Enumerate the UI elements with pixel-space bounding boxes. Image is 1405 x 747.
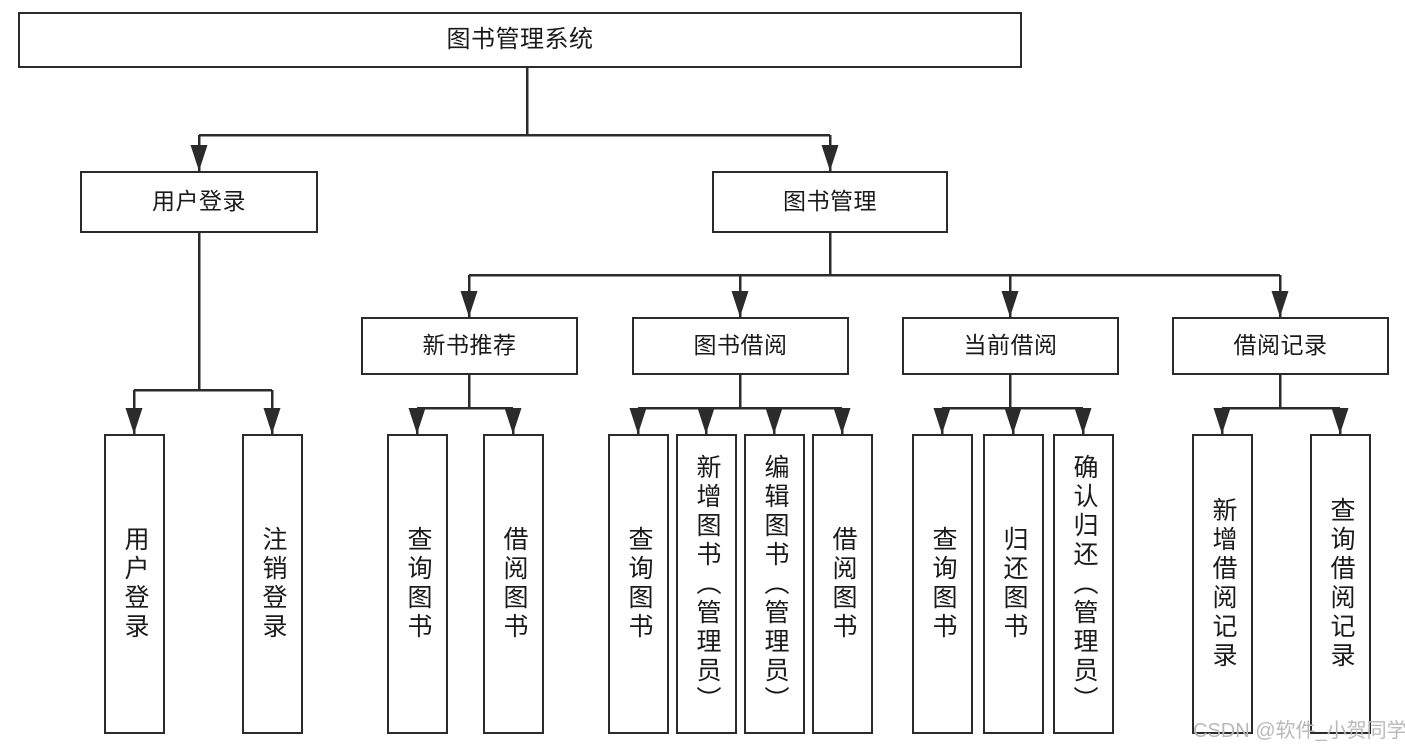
c-root-arrowhead-0: [190, 145, 208, 171]
node-leaf-user-logout: 注销登录: [242, 434, 303, 734]
node-leaf-borrow-book-2: 借阅图书: [812, 434, 873, 734]
c-book-manage-arrowhead-2: [1001, 291, 1019, 317]
c-current-borrow-arrowhead-2: [1074, 408, 1092, 434]
node-leaf-borrow-book-1: 借阅图书: [483, 434, 544, 734]
node-leaf-query-book-2: 查询图书: [608, 434, 669, 734]
node-label-leaf-borrow-book-2: 借阅图书: [829, 526, 857, 642]
node-book-manage: 图书管理: [712, 171, 948, 233]
c-user-login-arrowhead-0: [125, 408, 143, 434]
node-book-borrow: 图书借阅: [632, 317, 849, 375]
c-new-book-arrowhead-1: [504, 408, 522, 434]
c-book-borrow-arrowhead-1: [697, 408, 715, 434]
node-label-user-login: 用户登录: [152, 188, 246, 215]
node-label-leaf-query-record: 查询借阅记录: [1327, 497, 1355, 671]
node-leaf-add-book: 新增图书（管理员）: [676, 434, 737, 734]
c-book-manage-arrowhead-3: [1271, 291, 1289, 317]
c-root-arrowhead-1: [821, 145, 839, 171]
node-label-new-book-recommend: 新书推荐: [422, 332, 517, 359]
node-label-leaf-user-login: 用户登录: [121, 526, 149, 642]
c-book-borrow-arrowhead-3: [833, 408, 851, 434]
c-user-login-arrowhead-1: [263, 408, 281, 434]
c-current-borrow-arrowhead-1: [1004, 408, 1022, 434]
node-label-leaf-user-logout: 注销登录: [259, 526, 287, 642]
node-leaf-query-book-1: 查询图书: [387, 434, 448, 734]
node-leaf-confirm-return: 确认归还（管理员）: [1053, 434, 1114, 734]
node-leaf-return-book: 归还图书: [983, 434, 1044, 734]
c-new-book-arrowhead-0: [408, 408, 426, 434]
node-label-leaf-return-book: 归还图书: [1000, 526, 1028, 642]
node-root: 图书管理系统: [18, 12, 1022, 68]
node-label-leaf-query-book-2: 查询图书: [625, 526, 653, 642]
node-leaf-edit-book: 编辑图书（管理员）: [744, 434, 805, 734]
node-label-book-borrow: 图书借阅: [693, 332, 788, 359]
c-book-borrow-arrowhead-2: [765, 408, 783, 434]
node-label-leaf-add-book: 新增图书（管理员）: [693, 453, 721, 715]
node-leaf-query-record: 查询借阅记录: [1310, 434, 1371, 734]
c-book-manage-arrowhead-0: [460, 291, 478, 317]
node-borrow-record: 借阅记录: [1172, 317, 1389, 375]
node-label-leaf-borrow-book-1: 借阅图书: [500, 526, 528, 642]
node-label-root: 图书管理系统: [446, 25, 594, 53]
c-current-borrow-arrowhead-0: [933, 408, 951, 434]
node-label-leaf-add-record: 新增借阅记录: [1209, 497, 1237, 671]
c-book-borrow-arrowhead-0: [629, 408, 647, 434]
node-label-leaf-edit-book: 编辑图书（管理员）: [761, 453, 789, 715]
c-book-manage-arrowhead-1: [731, 291, 749, 317]
node-new-book-recommend: 新书推荐: [361, 317, 578, 375]
node-label-current-borrow: 当前借阅: [963, 332, 1058, 359]
node-label-book-manage: 图书管理: [783, 188, 877, 215]
node-label-borrow-record: 借阅记录: [1233, 332, 1328, 359]
c-borrow-record-arrowhead-1: [1331, 408, 1349, 434]
node-label-leaf-query-book-3: 查询图书: [929, 526, 957, 642]
node-leaf-query-book-3: 查询图书: [912, 434, 973, 734]
node-label-leaf-query-book-1: 查询图书: [404, 526, 432, 642]
node-leaf-user-login: 用户登录: [104, 434, 165, 734]
node-leaf-add-record: 新增借阅记录: [1192, 434, 1253, 734]
node-label-leaf-confirm-return: 确认归还（管理员）: [1070, 453, 1098, 715]
node-user-login: 用户登录: [80, 171, 318, 233]
node-current-borrow: 当前借阅: [902, 317, 1119, 375]
c-borrow-record-arrowhead-0: [1213, 408, 1231, 434]
